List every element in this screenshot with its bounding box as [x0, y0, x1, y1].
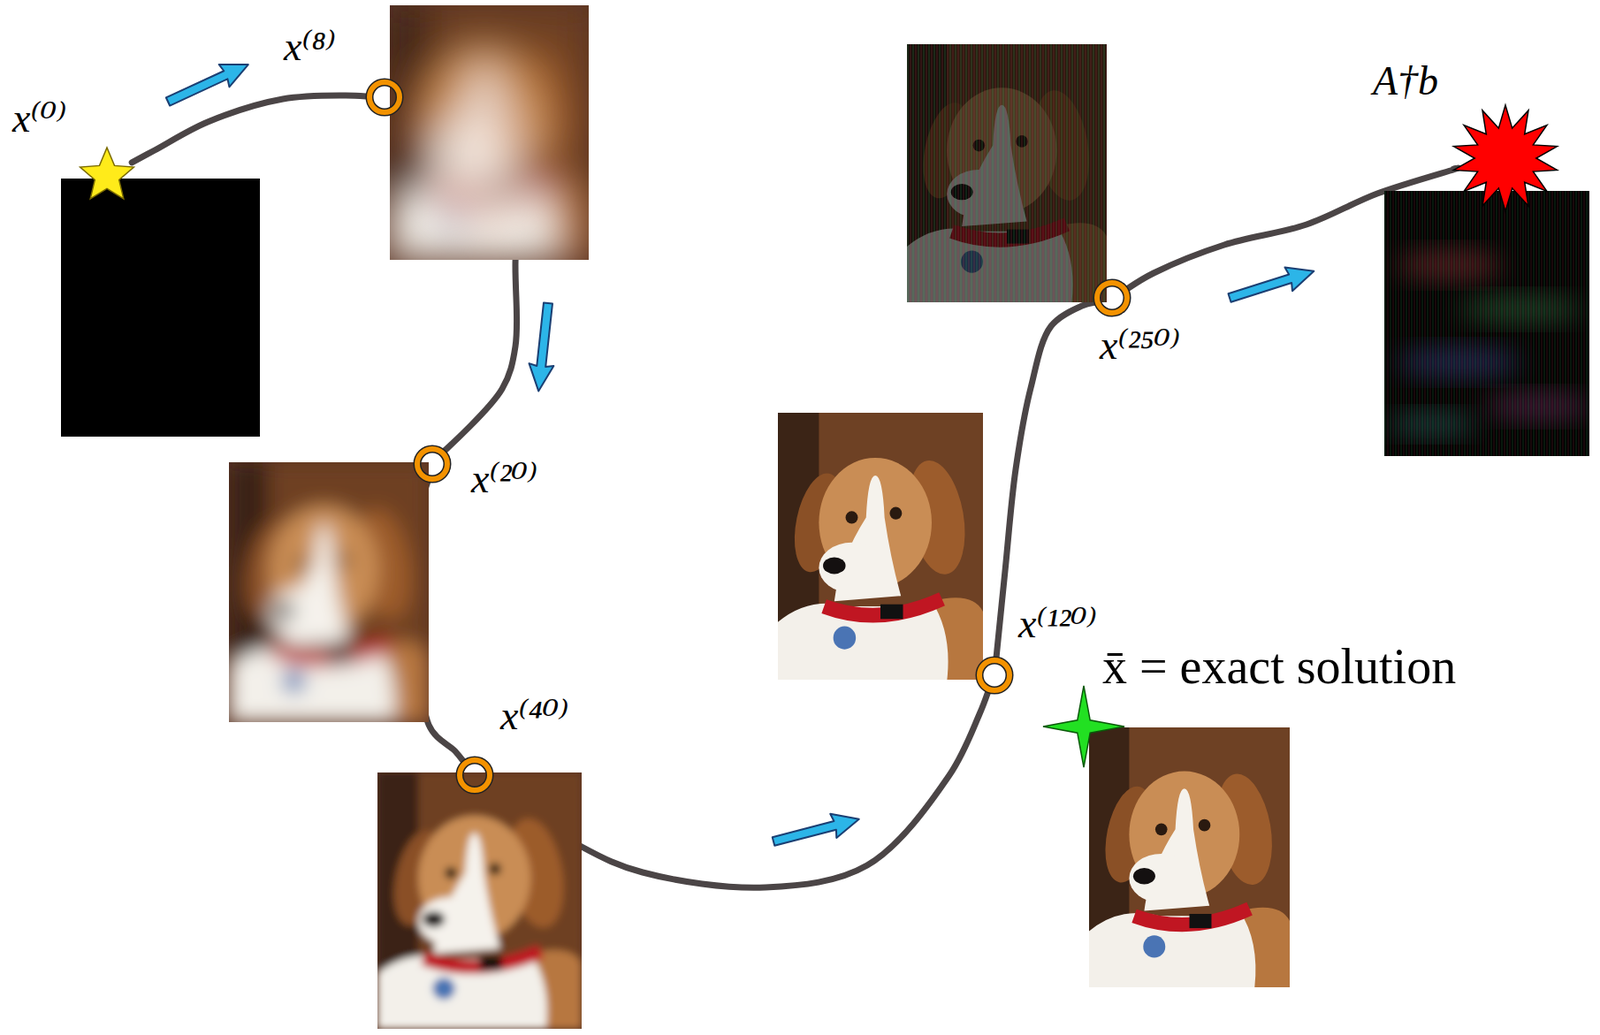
marker-shape: [1043, 685, 1125, 768]
marker-shape: [1093, 279, 1131, 317]
iterate-label: x⁽²⁵⁰⁾: [1099, 325, 1181, 366]
ring-outline: [417, 449, 448, 480]
ring-outline: [369, 82, 400, 113]
iteration-path: [131, 95, 366, 163]
point-marker: x̄ = exact solution: [1043, 685, 1125, 768]
noise-image: [1384, 190, 1590, 457]
direction-arrow: [769, 807, 862, 854]
ring: [979, 660, 1010, 691]
blurred-image: [228, 462, 429, 723]
ring-outline: [979, 660, 1010, 691]
blurred-image: [377, 772, 582, 1029]
solution-star: [1043, 685, 1125, 768]
burst: [1454, 105, 1558, 212]
marker-shape: [456, 756, 494, 794]
marker-shape: [78, 147, 136, 205]
noisy-image: [906, 44, 1107, 303]
iterate-label: x⁽⁰⁾: [12, 98, 67, 139]
reconstructed-image: [777, 412, 983, 680]
exact-image: [1089, 727, 1290, 988]
marker-shape: [975, 656, 1014, 694]
iterate-marker: x⁽⁴⁰⁾: [456, 756, 494, 794]
iterate-label: A†b: [1372, 60, 1439, 102]
point-marker: A†b: [1452, 105, 1559, 212]
direction-arrow: [1226, 259, 1319, 310]
marker-shape: [413, 445, 451, 483]
ring-outline: [1097, 282, 1128, 313]
direction-arrow: [162, 53, 254, 113]
iterate-label: x⁽²⁰⁾: [471, 458, 538, 500]
iterate-label: x⁽¹²⁰⁾: [1018, 603, 1098, 645]
iterate-label: x⁽⁴⁰⁾: [500, 695, 569, 737]
ring: [1097, 282, 1128, 313]
iterate-marker: x⁽²⁵⁰⁾: [1093, 279, 1131, 317]
direction-arrow: [525, 301, 561, 392]
ring: [417, 449, 448, 480]
marker-shape: [1452, 105, 1559, 212]
ring-outline: [459, 760, 490, 791]
iterate-marker: x⁽⁸⁾: [365, 78, 404, 116]
iterate-label: x⁽⁸⁾: [283, 26, 336, 68]
point-marker: x⁽⁰⁾: [78, 147, 136, 205]
black-image: [60, 178, 260, 437]
ring: [459, 760, 490, 791]
iterate-label: x̄ = exact solution: [1102, 641, 1456, 692]
iterate-marker: x⁽²⁰⁾: [413, 445, 451, 483]
iterate-marker: x⁽¹²⁰⁾: [975, 656, 1014, 694]
ring: [369, 82, 400, 113]
blurred-image: [389, 5, 589, 260]
start-star: [80, 147, 135, 199]
marker-shape: [365, 78, 404, 116]
